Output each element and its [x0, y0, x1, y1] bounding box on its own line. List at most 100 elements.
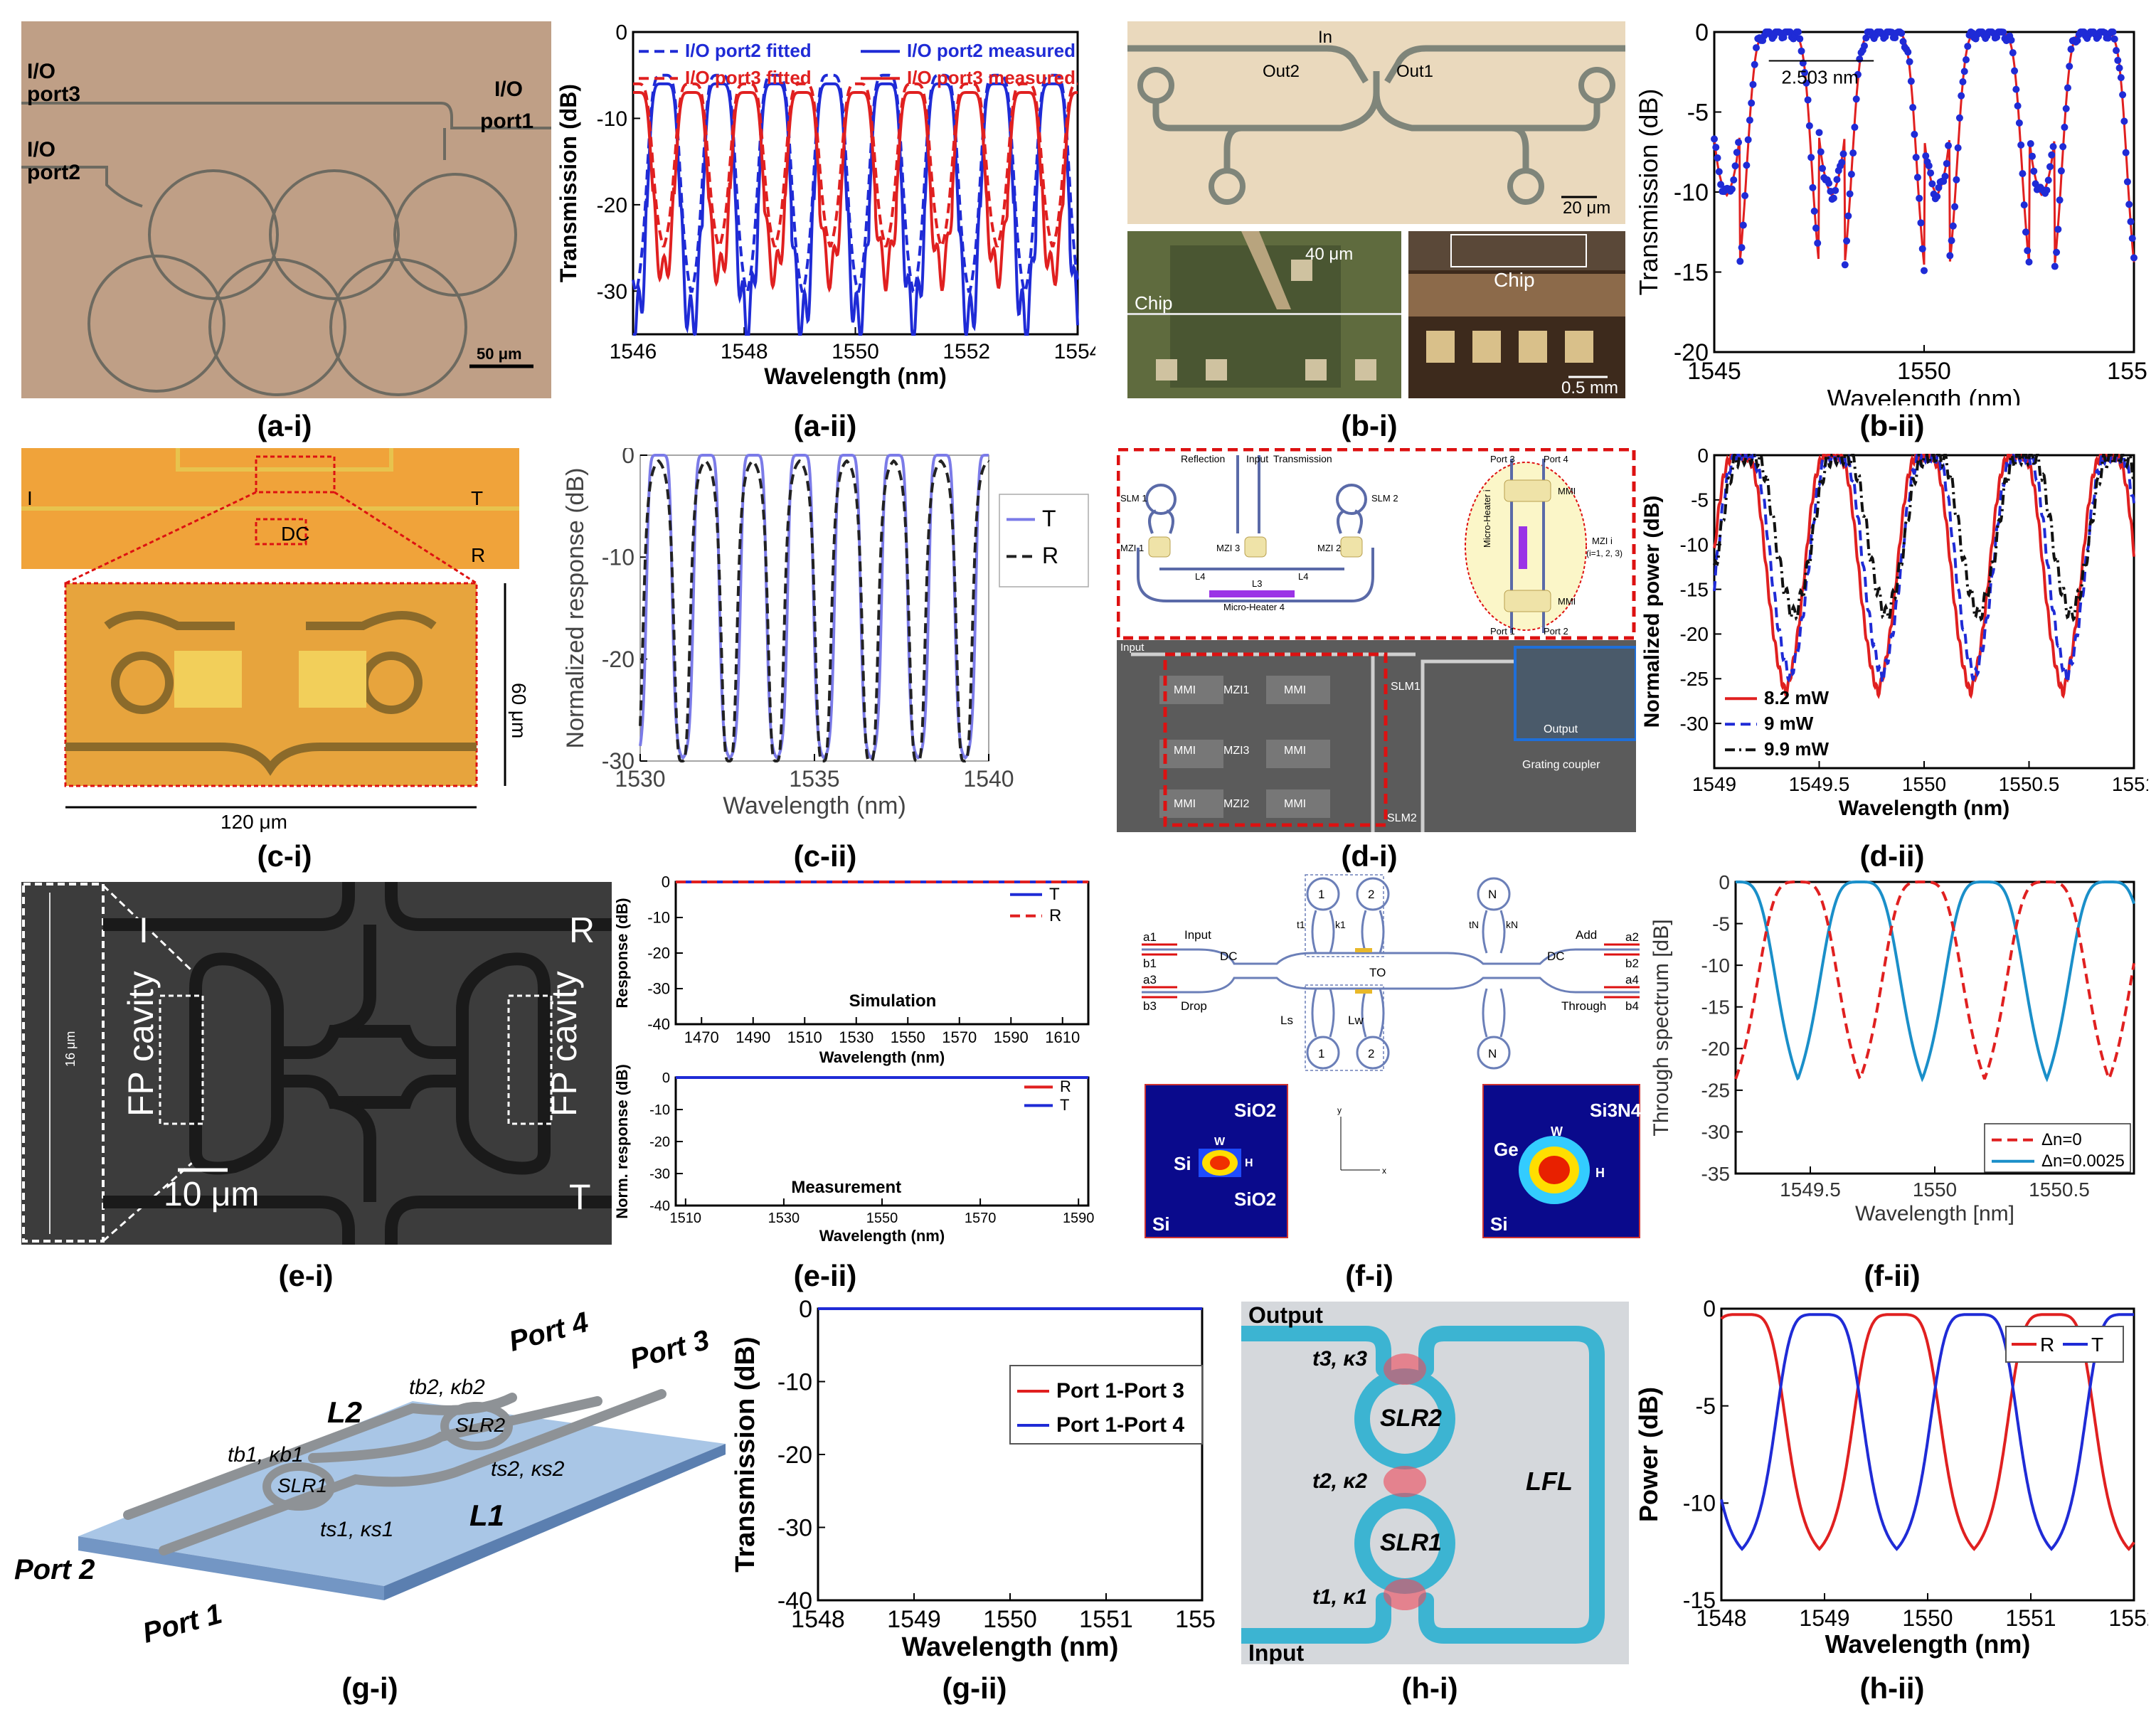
label-out2: Out2 [1263, 62, 1300, 81]
x-axis-label-b-ii: Wavelength (nm) [1827, 384, 2022, 405]
data-point [2022, 228, 2029, 236]
data-point [2029, 152, 2036, 160]
title-simulation: Simulation [849, 991, 937, 1011]
data-point [1833, 176, 1841, 183]
x-axis-label-d-ii: Wavelength (nm) [1839, 797, 2010, 820]
label-slm1: SLM 1 [1120, 493, 1147, 504]
y-tick-label-c-ii: -10 [602, 545, 634, 570]
label-a1: a1 [1143, 930, 1157, 944]
label-ring-1-top: 1 [1318, 888, 1324, 901]
label-port2: I/O [27, 138, 55, 161]
label-l3: L3 [1252, 578, 1262, 589]
data-point [2027, 140, 2034, 148]
data-point [1751, 60, 1758, 68]
label-port3-d: Port 3 [1490, 454, 1515, 464]
legend-label: R [1060, 1078, 1071, 1095]
caption-e-i: (e-i) [278, 1259, 334, 1292]
caption-c-ii: (c-ii) [793, 839, 857, 873]
data-point [1862, 34, 1870, 42]
series-h-t [1720, 1313, 2134, 1551]
data-point [2073, 36, 2081, 44]
data-point [1728, 185, 1736, 193]
data-point [1959, 78, 1967, 86]
label-h-slr2: SLR2 [1380, 1405, 1442, 1432]
y-tick-label-a-ii: -10 [597, 107, 627, 131]
data-point [1797, 47, 1805, 55]
series-d-8-2mw [1713, 453, 2135, 699]
caption-g-ii: (g-ii) [942, 1671, 1007, 1705]
data-point [2056, 196, 2064, 204]
data-point [1960, 68, 1968, 75]
caption-b-i: (b-i) [1341, 409, 1398, 442]
data-point [1899, 38, 1907, 46]
legend-box [1009, 1365, 1203, 1445]
data-point [1861, 42, 1869, 50]
x-tick-label-e-ii-sim: 1470 [684, 1028, 719, 1046]
data-point [2128, 235, 2136, 243]
data-point [2064, 84, 2071, 92]
label-input: Input [1246, 453, 1268, 464]
caption-g-i: (g-i) [341, 1671, 398, 1705]
data-point [1738, 244, 1746, 252]
data-point [1898, 29, 1906, 37]
caption-h-ii: (h-ii) [1859, 1671, 1925, 1705]
label-a3: a3 [1143, 973, 1157, 986]
panel-e-i: FP cavity FP cavity I R T 10 μm 16 μm [21, 882, 612, 1245]
x-axis-label-h-ii: Wavelength (nm) [1825, 1629, 2031, 1659]
data-point [1955, 114, 1963, 122]
label-g-ts1: ts1, κs1 [320, 1518, 393, 1541]
data-point [2044, 176, 2052, 184]
y-tick-label-e-ii-sim: -40 [647, 1016, 670, 1033]
data-point [1954, 144, 1962, 151]
data-point [2062, 105, 2070, 112]
svg-text:MMI: MMI [1174, 745, 1196, 757]
label-f-lw: Lw [1348, 1014, 1364, 1027]
data-point [2115, 64, 2123, 72]
data-point [1921, 267, 1928, 275]
data-point [1839, 150, 1847, 158]
data-point [2110, 35, 2118, 43]
data-point [1849, 149, 1857, 157]
x-tick-label-e-ii-sim: 1490 [736, 1028, 770, 1046]
x-tick-label-g-ii: 1551 [1079, 1606, 1133, 1633]
label-chip-input: Input [1120, 642, 1145, 654]
series-port2-measured [632, 82, 1079, 336]
y-axis-label-c-ii: Normalized response (dB) [562, 468, 589, 749]
x-tick-label-h-ii: 1551 [2005, 1605, 2056, 1631]
data-point [2017, 141, 2025, 149]
data-point [1743, 161, 1751, 169]
chart-d-ii-svg: 15491549.515501550.515510-5-10-15-20-25-… [1640, 448, 2148, 820]
legend-label: 9.9 mW [1764, 738, 1829, 760]
y-tick-label-h-ii: -10 [1683, 1491, 1716, 1516]
x-tick-label-h-ii: 1552 [2108, 1605, 2148, 1631]
x-tick-label-h-ii: 1548 [1696, 1605, 1746, 1631]
label-axis-y: y [1337, 1105, 1342, 1115]
data-point [1963, 55, 1970, 63]
y-tick-label-e-ii-sim: -30 [647, 980, 670, 998]
data-point [1946, 252, 1954, 260]
chart-h-ii: 154815491550155115520-5-10-15Wavelength … [1636, 1294, 2148, 1664]
y-axis-label-b-ii: Transmission (dB) [1636, 89, 1663, 296]
y-tick-label-e-ii-sim: 0 [662, 873, 670, 891]
data-point [1749, 80, 1757, 88]
y-tick-label-a-ii: -30 [597, 280, 627, 304]
y-tick-label-g-ii: -40 [777, 1587, 812, 1615]
legend-label: 9 mW [1764, 713, 1814, 734]
data-point [2007, 36, 2015, 44]
x-tick-label-d-ii: 1549 [1692, 773, 1736, 795]
label-g-slr1: SLR1 [277, 1474, 327, 1496]
label-f-to: TO [1369, 966, 1386, 979]
data-point [1746, 116, 1753, 124]
data-point [2025, 258, 2033, 266]
data-point [2051, 262, 2059, 270]
label-g-tb2: tb2, κb2 [409, 1376, 485, 1399]
probe-photo: Chip 40 μm [1127, 231, 1401, 398]
label-a4: a4 [1625, 973, 1639, 986]
label-h-left: H [1245, 1157, 1253, 1169]
label-c-t: T [471, 487, 483, 509]
label-b4: b4 [1625, 999, 1639, 1013]
panel-g-i: Port 2 Port 1 Port 3 Port 4 L2 L1 SLR1 S… [14, 1302, 733, 1664]
label-g-l2: L2 [327, 1395, 362, 1429]
legend-label: I/O port2 fitted [685, 40, 812, 61]
